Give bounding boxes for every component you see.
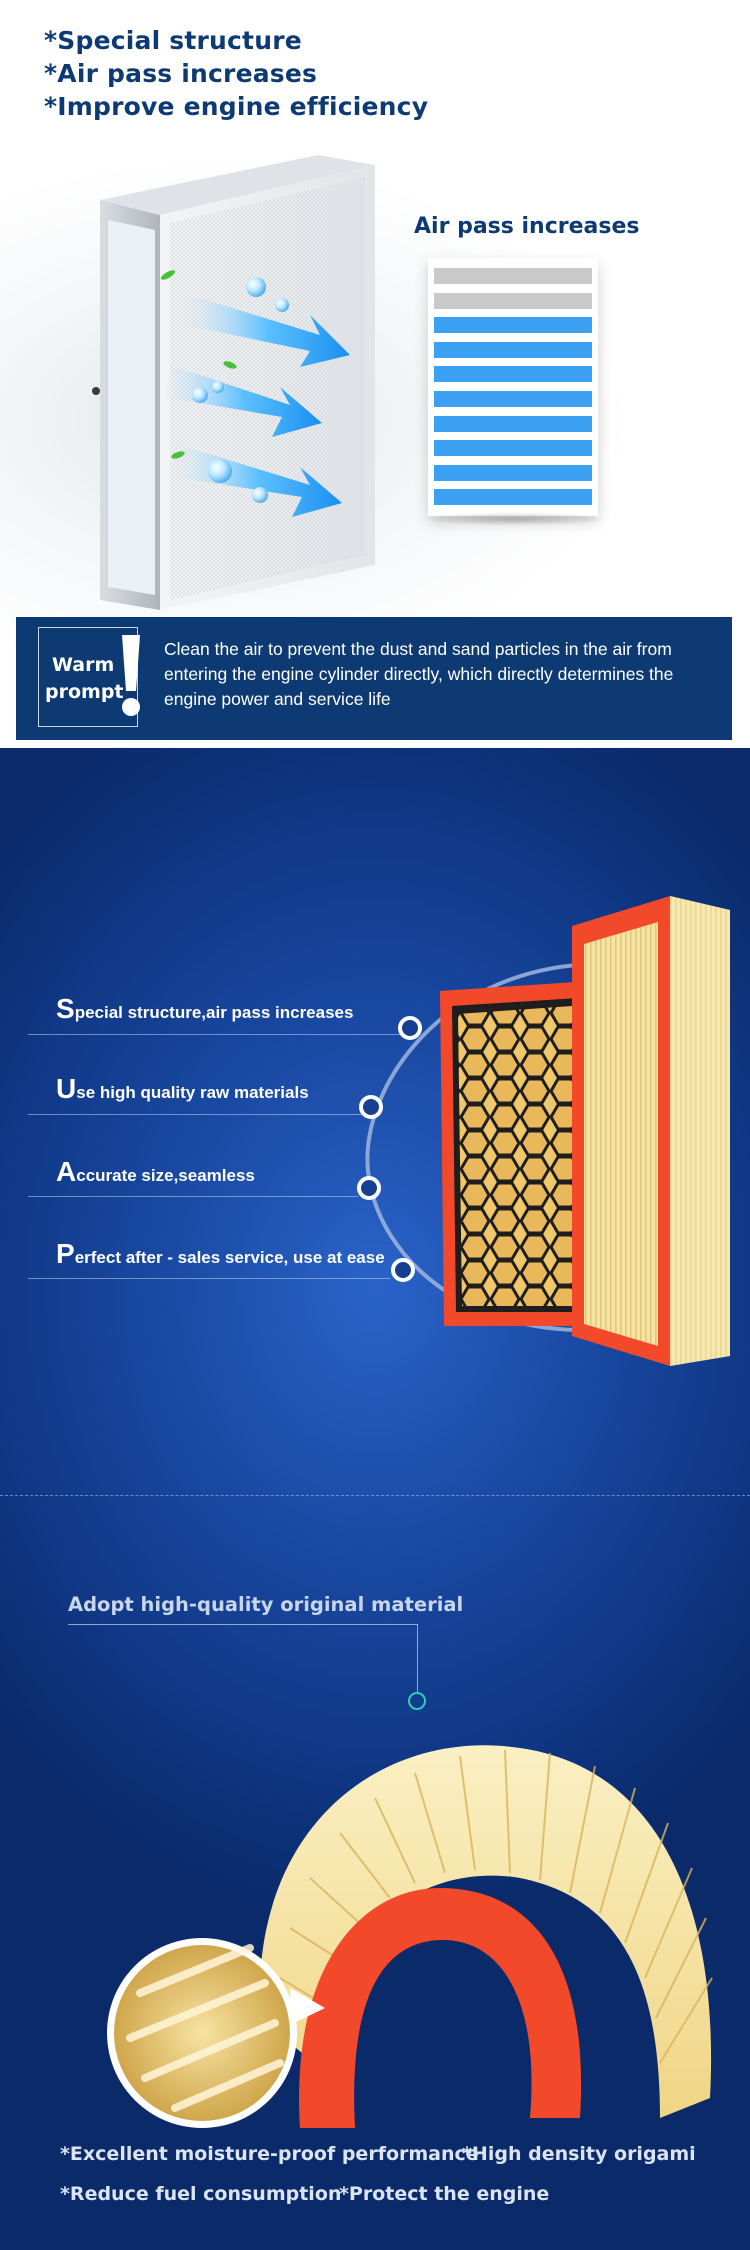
feature-text: pecial structure,air pass increases — [74, 1003, 354, 1022]
feature-divider — [28, 1114, 368, 1115]
bar-open — [434, 390, 592, 407]
feature-node — [398, 1016, 422, 1040]
bar-open — [434, 440, 592, 457]
section-divider — [0, 1495, 750, 1496]
bar-open — [434, 464, 592, 481]
feature-node — [357, 1176, 381, 1200]
air-pass-bars — [428, 258, 598, 516]
benefit-moisture-proof: *Excellent moisture-proof performance — [60, 2143, 479, 2165]
filter-airflow-illustration — [92, 155, 375, 610]
feature-initial: A — [56, 1156, 77, 1187]
bars-shadow — [420, 512, 610, 526]
bar-open — [434, 415, 592, 432]
bar-blocked — [434, 292, 592, 309]
bar-open — [434, 489, 592, 506]
headline-air-pass: *Air pass increases — [44, 59, 318, 88]
pleated-fan-filter-illustration — [107, 1745, 713, 2128]
feature-text: ccurate size,seamless — [76, 1166, 255, 1185]
headline-special-structure: *Special structure — [44, 26, 302, 55]
feature-row-4: Perfect after - sales service, use at ea… — [56, 1238, 385, 1270]
material-callout-line — [68, 1624, 418, 1625]
bar-open — [434, 317, 592, 334]
leaves — [160, 270, 237, 459]
features-section: Special structure,air pass increases Use… — [0, 748, 750, 2250]
feature-text: se high quality raw materials — [76, 1083, 309, 1102]
warm-label-line2: prompt — [45, 681, 124, 703]
panel-filter-illustration — [440, 896, 730, 1366]
feature-node — [359, 1095, 383, 1119]
warm-prompt-label-box: Warm prompt — [38, 627, 138, 727]
material-callout-dot — [408, 1692, 426, 1710]
benefit-high-density: *High density origami — [462, 2143, 696, 2165]
warm-label-line1: Warm — [52, 654, 115, 676]
material-callout-line-vertical — [417, 1624, 418, 1694]
feature-row-1: Special structure,air pass increases — [56, 993, 353, 1025]
material-label: Adopt high-quality original material — [68, 1593, 464, 1616]
air-flow-section: *Special structure *Air pass increases *… — [0, 0, 750, 748]
feature-divider — [28, 1034, 408, 1035]
warm-prompt-banner: Warm prompt Clean the air to prevent the… — [16, 617, 732, 740]
air-pass-title: Air pass increases — [414, 214, 640, 239]
feature-initial: S — [56, 993, 75, 1024]
feature-initial: P — [56, 1238, 75, 1269]
feature-node — [391, 1258, 415, 1282]
bubbles — [192, 277, 289, 503]
headline-engine-efficiency: *Improve engine efficiency — [44, 92, 429, 121]
feature-initial: U — [56, 1073, 77, 1104]
feature-text: erfect after - sales service, use at eas… — [74, 1248, 385, 1267]
benefit-fuel-consumption: *Reduce fuel consumption — [60, 2183, 342, 2205]
feature-divider — [28, 1196, 358, 1197]
benefit-protect-engine: *Protect the engine — [339, 2183, 550, 2205]
bar-open — [434, 341, 592, 358]
feature-divider — [28, 1278, 390, 1279]
bar-blocked — [434, 268, 592, 284]
bar-open — [434, 366, 592, 383]
exclamation-icon — [122, 635, 140, 716]
warm-prompt-text: Clean the air to prevent the dust and sa… — [164, 639, 674, 709]
feature-row-3: Accurate size,seamless — [56, 1156, 255, 1188]
feature-row-2: Use high quality raw materials — [56, 1073, 309, 1105]
